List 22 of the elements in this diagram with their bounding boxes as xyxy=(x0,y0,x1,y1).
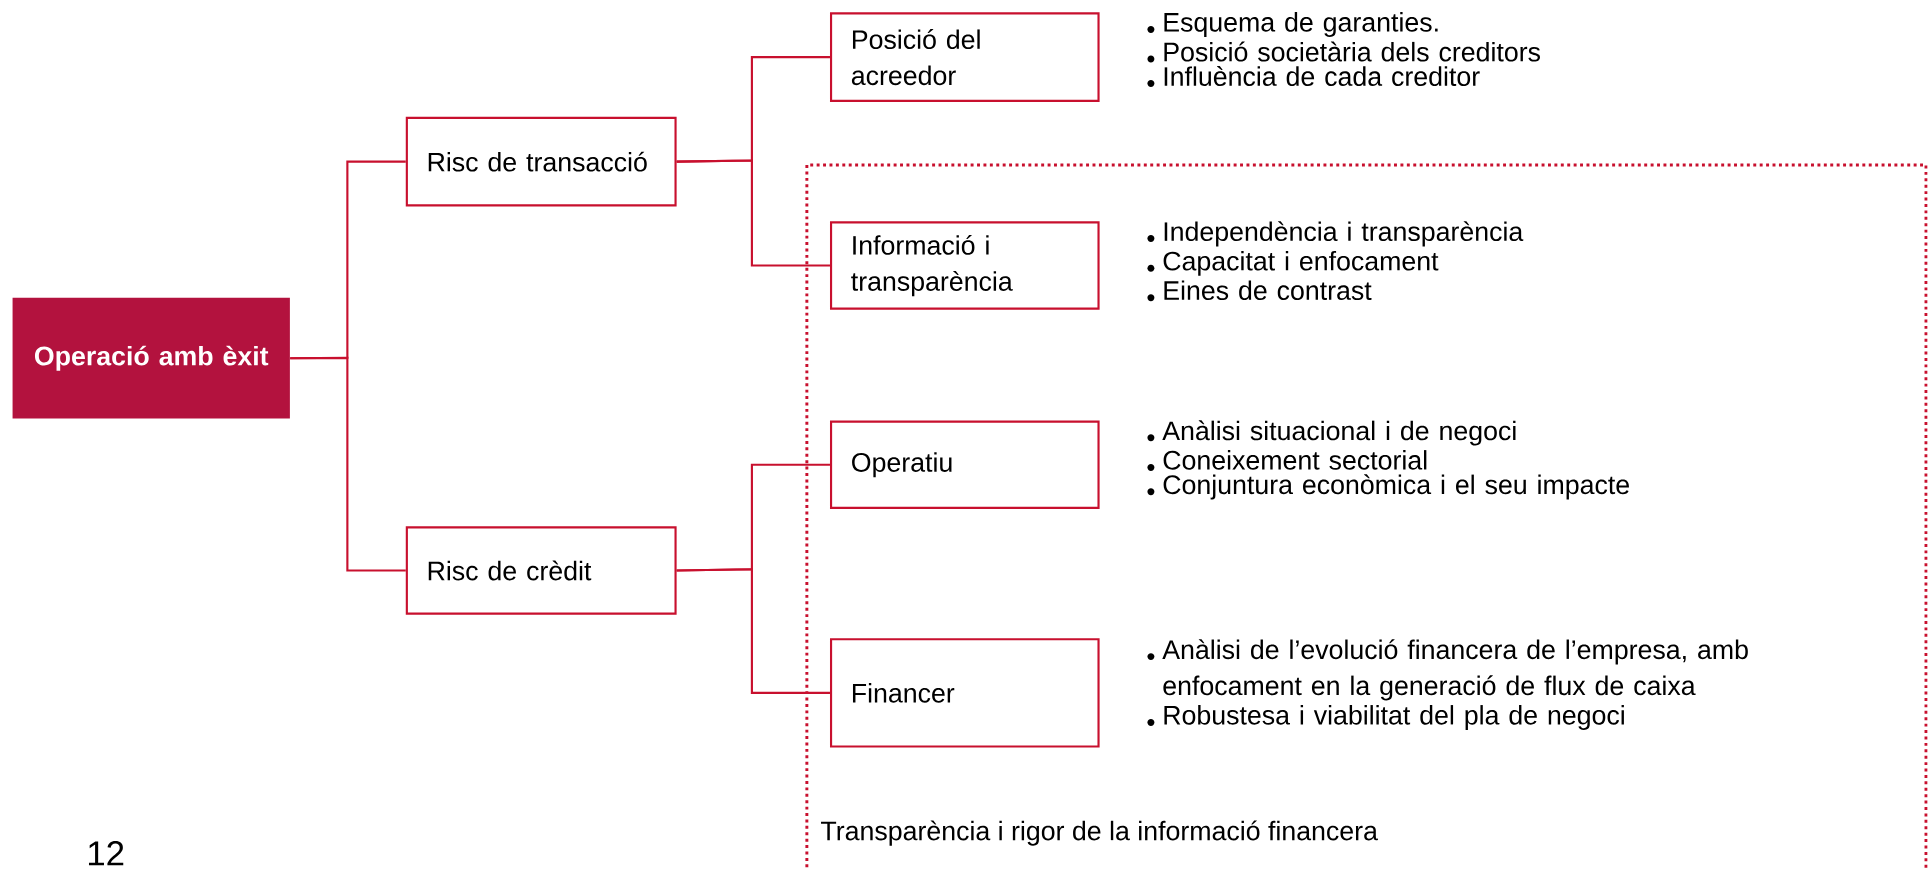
bullet-item: Eines de contrast xyxy=(1147,280,1372,302)
bullet-item: Capacitat i enfocament xyxy=(1147,250,1439,276)
root-box: Operació amb èxit xyxy=(12,297,290,419)
bullet-item: Anàlisi situacional i de negoci xyxy=(1147,420,1516,446)
category-box: Operatiu xyxy=(830,420,1100,509)
bullet-item: Influència de cada creditor xyxy=(1147,65,1480,87)
bullet-item: Esquema de garanties. xyxy=(1147,11,1438,37)
bullet-item: Anàlisi de l’evolució financera de l’empresa, amb enfocament en la generació de flux de caixa xyxy=(1147,639,1748,701)
bullet-item: Posició societària dels creditors xyxy=(1147,41,1540,63)
category-box: Financer xyxy=(830,638,1100,748)
category-box: Posició del acreedor xyxy=(830,12,1100,102)
category-box: Risc de crèdit xyxy=(405,526,677,615)
page-number: 12 xyxy=(89,840,124,866)
bullet-item: Robustesa i viabilitat del pla de negoci xyxy=(1147,704,1624,730)
bullet-item: Independència i transparència xyxy=(1147,221,1524,247)
category-box: Informació i transparència xyxy=(830,221,1100,310)
bullet-item: Coneixement sectorial xyxy=(1147,449,1427,471)
category-box: Risc de transacció xyxy=(405,116,677,207)
connector xyxy=(290,356,406,572)
connector xyxy=(676,568,830,694)
connector xyxy=(676,159,830,267)
bullet-item: Conjuntura econòmica i el seu impacte xyxy=(1147,474,1629,500)
